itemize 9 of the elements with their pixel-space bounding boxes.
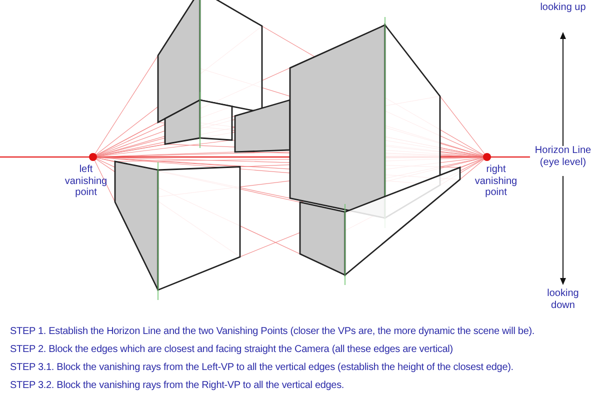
vanishing-point-label: right vanishing point xyxy=(474,164,518,198)
vanishing-point-label: left vanishing point xyxy=(64,164,108,198)
step-text: STEP 3.2. Block the vanishing rays from the Right-VP to all the vertical edges. xyxy=(10,380,344,392)
direction-label: looking down xyxy=(546,288,580,311)
step-text: STEP 3.1. Block the vanishing rays from the Left-VP to all the vertical edges (establish the height of the closest edge). xyxy=(10,362,514,374)
step-text: STEP 1. Establish the Horizon Line and the two Vanishing Points (closer the VPs are, the more dynamic the scene will be). xyxy=(10,326,535,338)
horizon-label: Horizon Line (eye level) xyxy=(534,145,592,168)
step-text: STEP 2. Block the edges which are closest and facing straight the Camera (all these edges are vertical) xyxy=(10,344,453,356)
direction-label: looking up xyxy=(539,2,587,14)
